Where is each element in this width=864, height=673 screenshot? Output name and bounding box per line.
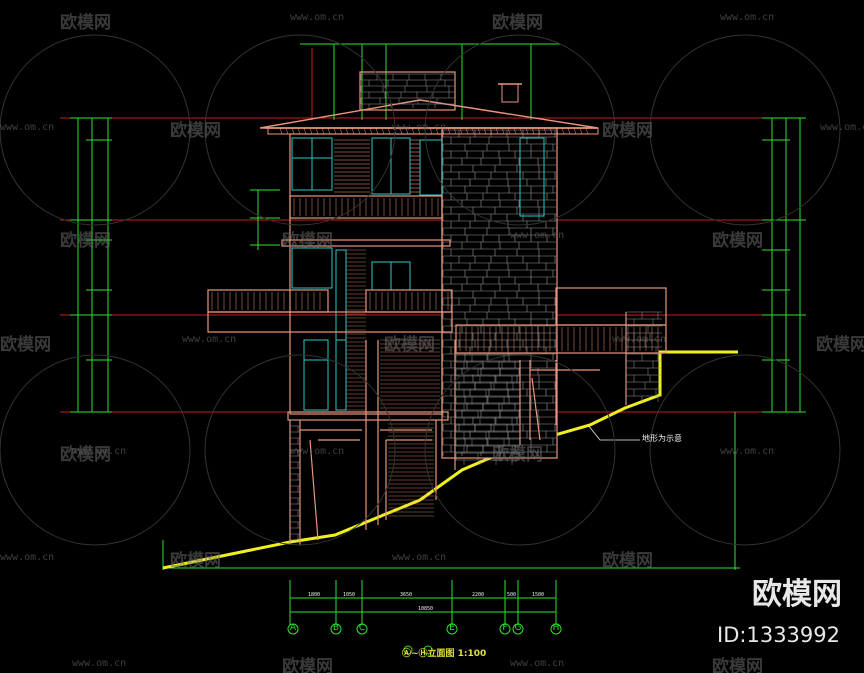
axis-label-h: H <box>552 623 560 633</box>
watermark: 欧模网 <box>492 13 543 33</box>
dimension-label: 3650 <box>400 592 413 598</box>
balcony-second-floor <box>281 195 451 247</box>
watermark: 欧模网 <box>816 335 864 355</box>
watermark-url: www.om.cn <box>720 12 775 23</box>
windows-upper <box>291 137 545 217</box>
watermark-url: www.om.cn <box>720 446 775 457</box>
watermark-url: www.om.cn <box>392 122 447 133</box>
watermark-url: www.om.cn <box>72 658 127 669</box>
left-dimension-chain <box>70 117 112 413</box>
terrain-note: 地形为示意 <box>642 434 682 443</box>
watermark: 欧模网 <box>384 335 435 355</box>
dimension-label: 1050 <box>343 592 356 598</box>
dimension-label: 1500 <box>532 592 545 598</box>
building <box>207 71 667 545</box>
brand-logo-text: 欧模网 <box>752 577 842 612</box>
watermark: 欧模网 <box>602 121 653 141</box>
ground-frame <box>162 540 740 570</box>
watermark-url: www.om.cn <box>290 446 345 457</box>
axis-label-e: E <box>449 623 455 633</box>
watermark: 欧模网 <box>170 121 221 141</box>
watermark-url: www.om.cn <box>290 12 345 23</box>
watermark-url: www.om.cn <box>820 122 864 133</box>
watermark: 欧模网 <box>602 551 653 571</box>
top-leaders <box>250 43 560 250</box>
axis-label-c: C <box>358 623 366 633</box>
axis-label-a: A <box>289 623 297 633</box>
watermark: 欧模网 <box>282 657 333 673</box>
windows-lower <box>303 339 347 411</box>
watermark: 欧模网 <box>712 231 763 251</box>
dimension-label: 1800 <box>308 592 321 598</box>
bottom-dimension-chain <box>287 580 562 655</box>
total-dimension-label: 10850 <box>418 606 434 612</box>
watermark: 欧模网 <box>60 13 111 33</box>
watermark-url: www.om.cn <box>510 230 565 241</box>
watermark-url: www.om.cn <box>0 122 55 133</box>
watermark: 欧模网 <box>170 551 221 571</box>
watermark-circles <box>0 34 841 546</box>
watermark-url: www.om.cn <box>0 552 55 563</box>
watermark-url: www.om.cn <box>182 334 237 345</box>
watermark: 欧模网 <box>60 445 111 465</box>
louvers-upper <box>334 139 420 193</box>
drawing-title: Ⓐ~Ⓗ立面图 1:100 <box>402 649 487 659</box>
watermark-url: www.om.cn <box>72 446 127 457</box>
right-dimension-chain <box>734 117 806 570</box>
dimension-label: 500 <box>507 592 517 598</box>
watermark: 欧模网 <box>712 657 763 673</box>
watermark: 欧模网 <box>60 231 111 251</box>
watermark: 欧模网 <box>492 445 543 465</box>
watermark-url: www.om.cn <box>392 552 447 563</box>
balcony-main <box>207 287 667 354</box>
watermark: 欧模网 <box>282 231 333 251</box>
brand-id: ID:1333992 <box>717 623 840 647</box>
watermark: 欧模网 <box>0 335 51 355</box>
axis-label-b: B <box>332 623 340 633</box>
axis-label-g: G <box>514 623 522 633</box>
watermark-url: www.om.cn <box>510 658 565 669</box>
dimension-label: 2200 <box>472 592 485 598</box>
axis-label-f: F <box>502 623 508 633</box>
terrain-note-leader <box>587 424 640 441</box>
watermark-url: www.om.cn <box>612 334 667 345</box>
